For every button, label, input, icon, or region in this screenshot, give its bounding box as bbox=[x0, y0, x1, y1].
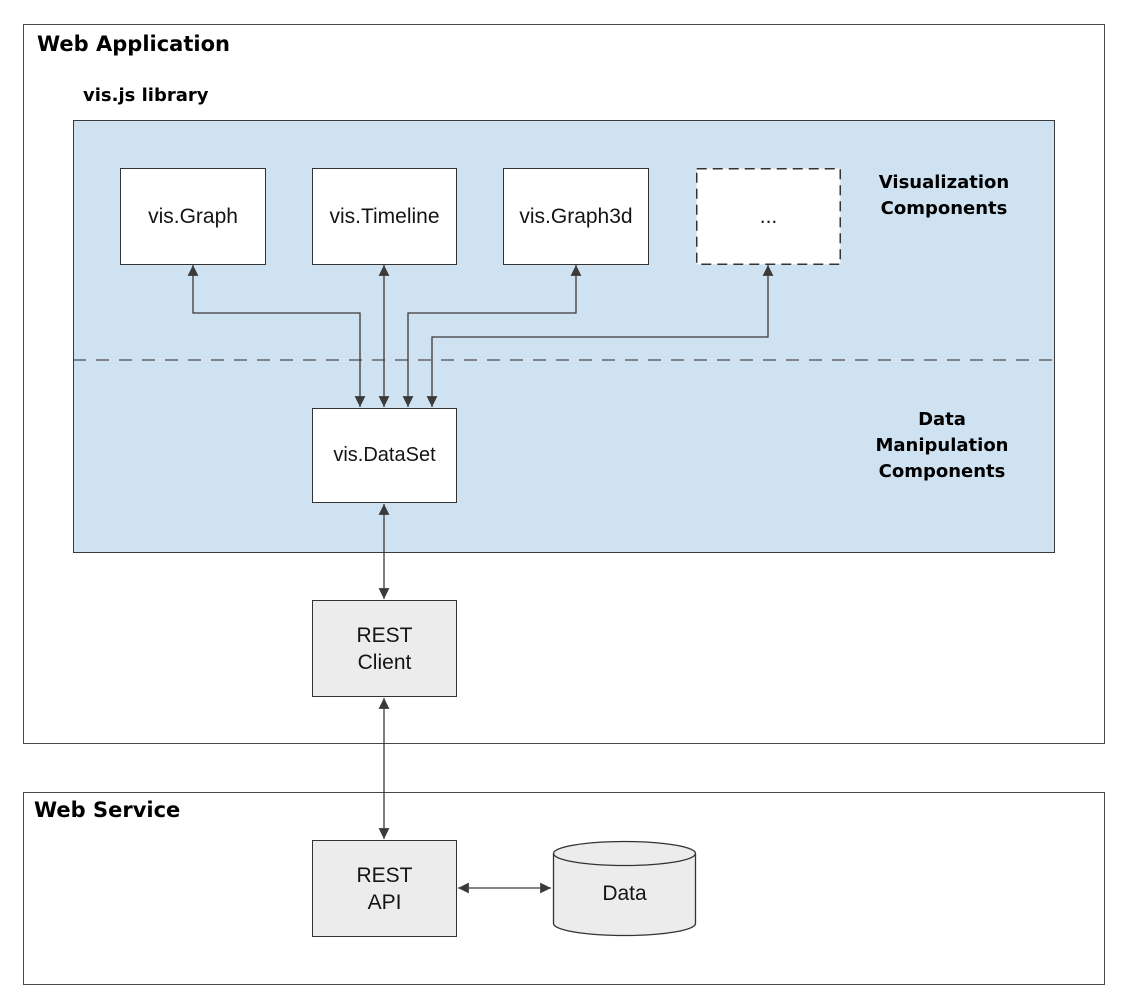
vis-dataset-box: vis.DataSet bbox=[312, 408, 457, 503]
data-store-label: Data bbox=[602, 881, 647, 905]
vis-graph3d-box: vis.Graph3d bbox=[503, 168, 649, 265]
vis-graph-label: vis.Graph bbox=[148, 205, 238, 228]
rest-api-box: REST API bbox=[312, 840, 457, 937]
vis-timeline-box: vis.Timeline bbox=[312, 168, 457, 265]
dashed-border bbox=[696, 168, 841, 265]
more-components-label: ... bbox=[759, 205, 778, 228]
database-cylinder-icon bbox=[552, 840, 697, 937]
data-cylinder: Data bbox=[552, 840, 697, 937]
vis-graph-box: vis.Graph bbox=[120, 168, 266, 265]
data-manipulation-components-label: Data Manipulation Components bbox=[875, 409, 1009, 482]
more-components-box: ... bbox=[696, 168, 841, 265]
connector-more-dataset bbox=[426, 265, 774, 407]
connector-visgraph3d-dataset bbox=[402, 265, 582, 407]
vis-dataset-label: vis.DataSet bbox=[333, 444, 436, 466]
web-application-title: Web Application bbox=[37, 32, 230, 56]
visjs-library-label: vis.js library bbox=[83, 85, 209, 106]
rest-api-label: REST API bbox=[356, 863, 413, 914]
visualization-components-label: Visualization Components bbox=[878, 172, 1010, 219]
vis-timeline-label: vis.Timeline bbox=[329, 205, 440, 228]
rest-client-label: REST Client bbox=[356, 623, 413, 674]
web-service-title: Web Service bbox=[34, 798, 181, 822]
connector-visgraph-dataset bbox=[187, 265, 366, 407]
vis-graph3d-label: vis.Graph3d bbox=[519, 205, 633, 228]
rest-client-box: REST Client bbox=[312, 600, 457, 697]
